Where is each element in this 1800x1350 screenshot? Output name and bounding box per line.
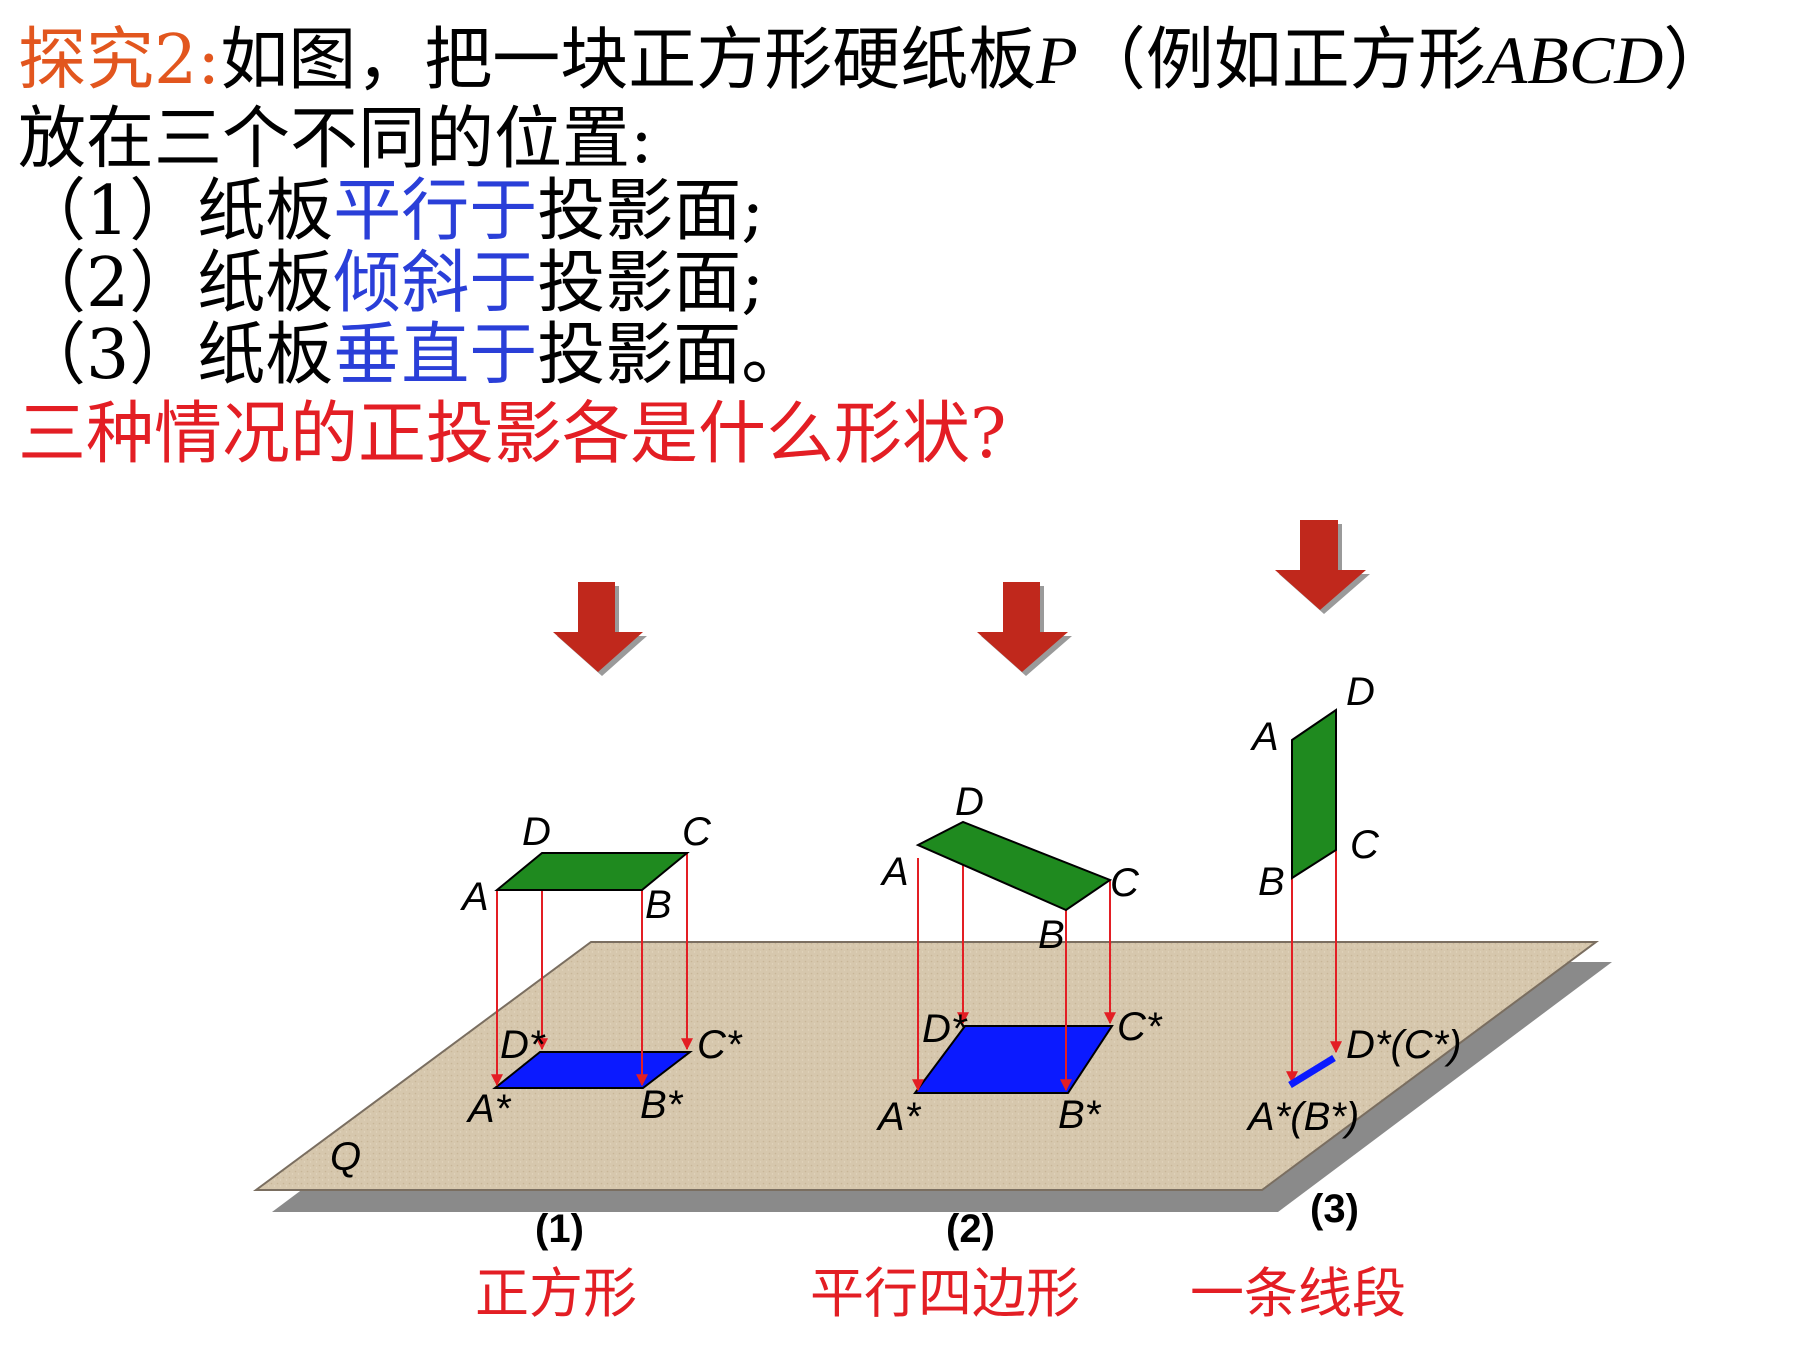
fig2-shadow-parallelogram	[913, 1025, 1114, 1094]
item-2-post: 投影面;	[537, 244, 765, 323]
fig1-label-c: C	[682, 810, 712, 854]
question-text: 三种情况的正投影各是什么形状?	[18, 395, 1007, 474]
fig1-answer: 正方形	[475, 1262, 637, 1325]
fig3-label-ab-star: A*(B*)	[1246, 1095, 1359, 1139]
fig3-label-dc-star: D*(C*)	[1346, 1023, 1462, 1067]
item-1-pre: （1）纸板	[18, 172, 334, 251]
fig2-answer: 平行四边形	[810, 1262, 1080, 1325]
item-2-pre: （2）纸板	[18, 244, 334, 323]
fig1-label-d: D	[522, 810, 551, 854]
fig3-answer: 一条线段	[1190, 1262, 1406, 1325]
figure-3: A B C D A*(B*) D*(C*) (3) 一条线段	[1190, 670, 1462, 1325]
item-3-post: 投影面。	[537, 316, 810, 395]
light-arrow-1	[553, 582, 647, 676]
positions-line: 放在三个不同的位置:	[18, 100, 653, 179]
p-symbol: P	[1036, 22, 1078, 98]
fig1-label-b: B	[645, 883, 672, 927]
abcd-symbol: ABCD	[1485, 22, 1664, 98]
item-3-pre: （3）纸板	[18, 316, 334, 395]
figure-1: A B C D A* B* C* D* (1) 正方形	[460, 810, 743, 1325]
fig2-label-a: A	[880, 850, 909, 894]
heading-close: ）	[1663, 21, 1732, 100]
fig2-label-d: D	[955, 780, 984, 824]
heading-line: 探究2:如图，把一块正方形硬纸板P（例如正方形ABCD）	[18, 20, 1731, 101]
fig1-label-d-star: D*	[500, 1023, 546, 1067]
heading-text: 如图，把一块正方形硬纸板	[220, 21, 1037, 100]
fig3-caption: (3)	[1310, 1187, 1359, 1231]
item-1-key: 平行于	[333, 172, 538, 251]
fig3-label-a: A	[1250, 715, 1279, 759]
fig2-label-d-star: D*	[922, 1007, 968, 1051]
fig1-label-b-star: B*	[640, 1083, 684, 1127]
fig2-label-c-star: C*	[1117, 1005, 1163, 1049]
light-arrow-3	[1275, 520, 1370, 614]
item-3: （3）纸板垂直于投影面。	[18, 316, 809, 396]
fig2-label-b: B	[1038, 913, 1065, 957]
item-1: （1）纸板平行于投影面;	[18, 172, 764, 252]
light-arrow-2	[977, 582, 1072, 676]
fig1-label-a: A	[460, 875, 489, 919]
fig1-caption: (1)	[535, 1207, 584, 1251]
item-2-key: 倾斜于	[333, 244, 538, 323]
fig2-caption: (2)	[946, 1207, 995, 1251]
explore-label: 探究2:	[18, 21, 221, 100]
fig3-label-b: B	[1258, 860, 1285, 904]
fig3-label-d: D	[1346, 670, 1375, 714]
fig3-label-c: C	[1350, 823, 1380, 867]
fig2-label-c: C	[1110, 861, 1140, 905]
fig2-label-a-star: A*	[876, 1095, 922, 1139]
fig1-board	[494, 852, 690, 891]
figure-2: A B C D A* B* C* D* (2) 平行四边形	[810, 780, 1163, 1325]
item-2: （2）纸板倾斜于投影面;	[18, 244, 764, 324]
fig3-shadow-segment	[1288, 1055, 1336, 1088]
plane-label: Q	[330, 1135, 361, 1179]
fig2-board	[915, 820, 1113, 912]
fig3-board	[1291, 708, 1337, 880]
item-3-key: 垂直于	[333, 316, 538, 395]
heading-example: （例如正方形	[1077, 21, 1486, 100]
projection-plane	[252, 941, 1600, 1191]
fig2-label-b-star: B*	[1058, 1093, 1102, 1137]
fig1-label-a-star: A*	[466, 1087, 512, 1131]
fig1-label-c-star: C*	[697, 1023, 743, 1067]
item-1-post: 投影面;	[537, 172, 765, 251]
